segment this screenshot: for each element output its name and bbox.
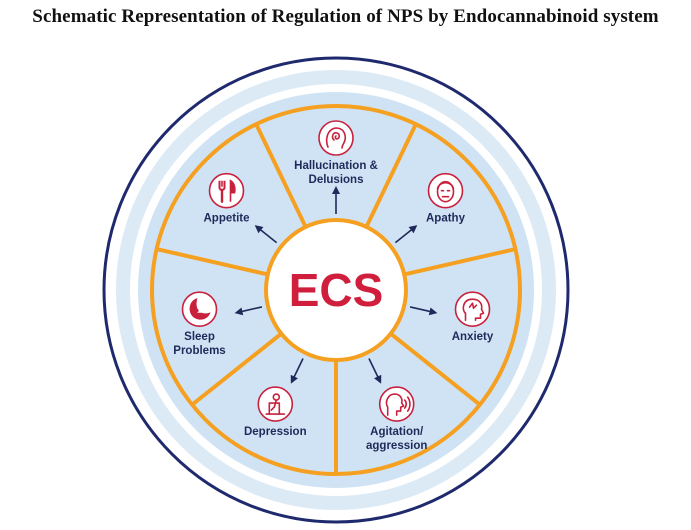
segment-divider [364, 123, 418, 228]
segment-label: Sleep [184, 331, 215, 343]
shouting-head-icon [378, 386, 415, 422]
ecs-center-circle [264, 218, 408, 362]
diagram-title: Schematic Representation of Regulation o… [32, 6, 659, 27]
segment-agitation: Agitation/aggression [366, 386, 427, 452]
segment-anxiety: Anxiety [452, 291, 494, 343]
segment-label: Delusions [309, 174, 364, 186]
segment-divider [403, 247, 516, 277]
head-brain-icon [454, 291, 491, 328]
segment-label: Depression [244, 426, 307, 438]
segment-divider [389, 332, 482, 407]
ecs-label: ECS [289, 264, 384, 316]
segment-appetite: Appetite [204, 172, 250, 225]
brain-spiral-icon [318, 120, 354, 156]
segment-label: Hallucination & [294, 160, 378, 172]
segments: Hallucination & DelusionsApathyAnxietyAgi… [173, 120, 494, 452]
arrow-to-depression [290, 358, 304, 384]
sad-person-icon [257, 386, 294, 422]
fork-knife-icon [208, 172, 245, 209]
arrow-to-appetite [254, 225, 278, 244]
orange-outer-rim [150, 104, 522, 476]
segment-label: Apathy [426, 213, 466, 225]
segment-label: Problems [173, 345, 225, 357]
segment-divider [254, 123, 308, 228]
segment-label: aggression [366, 440, 427, 452]
segment-label: Agitation/ [370, 426, 424, 438]
segment-divider [156, 247, 269, 277]
segment-label: Anxiety [452, 331, 494, 343]
segment-dividers [156, 123, 516, 474]
arrows [234, 186, 438, 384]
face-icon [427, 172, 464, 209]
segment-divider [190, 332, 283, 407]
arrow-to-apathy [394, 225, 418, 244]
arrow-to-sleep [234, 306, 263, 316]
segment-label: Appetite [204, 213, 250, 225]
segment-hallucination: Hallucination & Delusions [294, 120, 378, 186]
segment-apathy: Apathy [426, 172, 466, 225]
arrow-to-agitation [368, 358, 382, 384]
arrow-to-anxiety [409, 306, 438, 316]
segment-depression: Depression [244, 386, 307, 438]
moon-zzz-icon [181, 291, 218, 328]
